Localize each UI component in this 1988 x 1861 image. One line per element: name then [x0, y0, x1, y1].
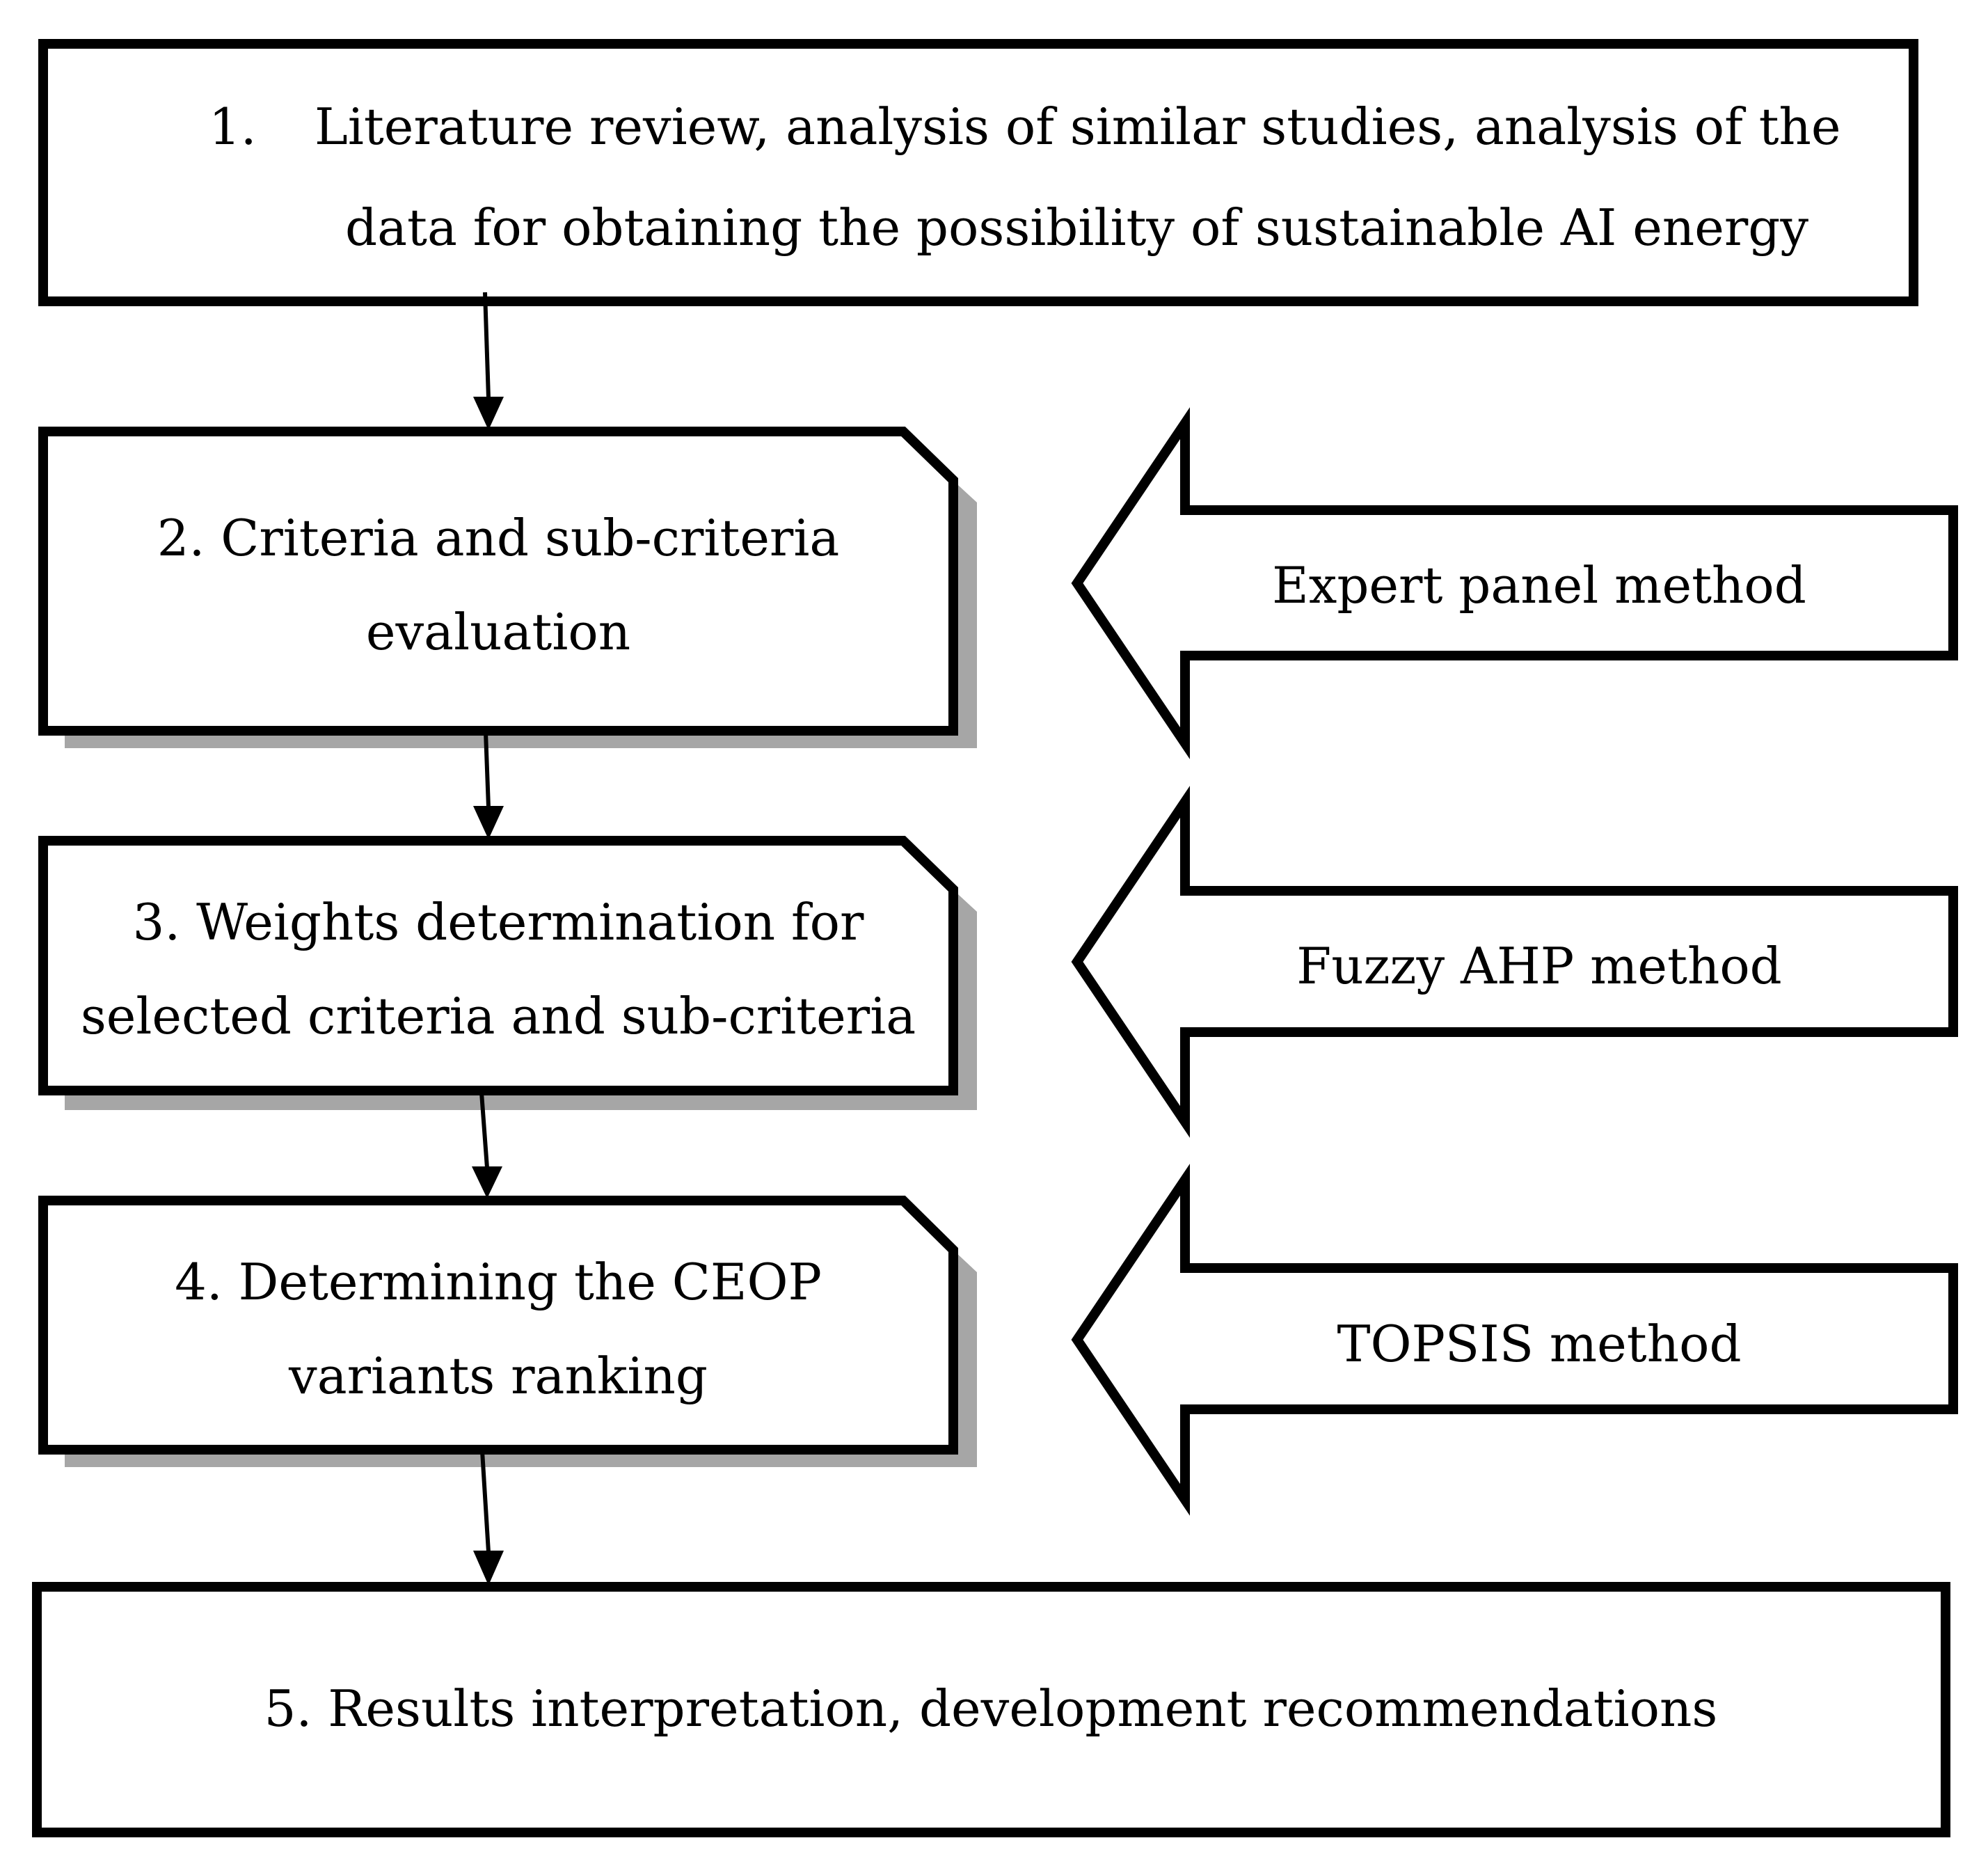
step-2-frame: [38, 427, 958, 736]
arrowhead-2: [473, 806, 504, 839]
connector-step-1-to-step-2: [473, 292, 504, 430]
topsis-method-label: TOPSIS method: [1337, 1315, 1741, 1373]
method-arrow-topsis: TOPSIS method: [1071, 1164, 1958, 1516]
step-2-line-2: evaluation: [366, 603, 630, 661]
arrowhead-3: [472, 1166, 502, 1198]
step-4-box: 4. Determining the CEOP variants ranking: [38, 1196, 977, 1467]
step-1-box: 1. Literature review, analysis of simila…: [38, 39, 1918, 306]
step-2-box: 2. Criteria and sub-criteria evaluation: [38, 427, 977, 748]
fuzzy-ahp-method-label: Fuzzy AHP method: [1296, 937, 1782, 995]
expert-panel-arrow-shape: [1071, 407, 1958, 759]
step-5-box: 5. Results interpretation, development r…: [32, 1582, 1950, 1837]
topsis-arrow-shape: [1071, 1164, 1958, 1516]
method-arrow-fuzzy-ahp: Fuzzy AHP method: [1071, 786, 1958, 1138]
step-1-number: 1.: [209, 97, 257, 156]
step-3-line-2: selected criteria and sub-criteria: [81, 987, 916, 1045]
fuzzy-ahp-arrow-shape: [1071, 786, 1958, 1138]
connector-step-2-to-step-3: [473, 731, 504, 839]
arrowhead-1: [473, 397, 504, 430]
step-3-frame: [38, 836, 958, 1095]
step-4-frame: [38, 1196, 958, 1455]
step-5-frame: [32, 1582, 1950, 1837]
step-4-line-2: variants ranking: [288, 1347, 708, 1405]
step-3-box: 3. Weights determination for selected cr…: [38, 836, 977, 1110]
step-2-line-1: 2. Criteria and sub-criteria: [157, 509, 840, 567]
step-5-line-1: 5. Results interpretation, development r…: [264, 1679, 1718, 1738]
step-3-line-1: 3. Weights determination for: [133, 893, 864, 951]
connector-step-3-to-step-4: [472, 1092, 502, 1198]
step-1-line-1: Literature review, analysis of similar s…: [315, 97, 1841, 156]
arrowhead-4: [473, 1551, 504, 1585]
method-arrow-expert-panel: Expert panel method: [1071, 407, 1958, 759]
connector-step-4-to-step-5: [473, 1450, 504, 1585]
step-4-line-1: 4. Determining the CEOP: [175, 1253, 822, 1311]
step-1-frame: [38, 39, 1918, 306]
expert-panel-method-label: Expert panel method: [1272, 556, 1806, 615]
step-1-line-2: data for obtaining the possibility of su…: [345, 198, 1808, 257]
